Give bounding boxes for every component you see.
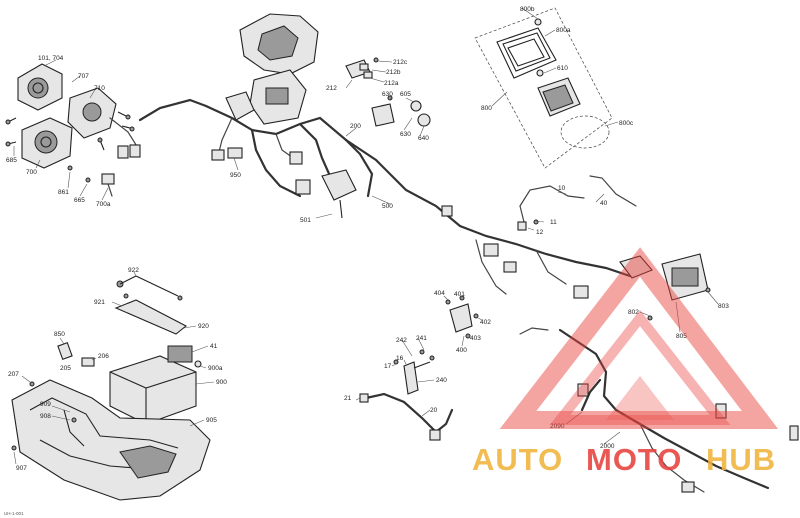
fuse-holder: 850 206 205 bbox=[54, 331, 109, 372]
callout-20: 20 bbox=[430, 407, 438, 414]
callout-2000: 2000 bbox=[600, 443, 615, 450]
callout-800a: 800a bbox=[556, 27, 571, 34]
battery-group: 922 921 920 850 206 205 41 900a 900 bbox=[8, 267, 227, 501]
callout-909: 909 bbox=[40, 401, 51, 408]
callout-12: 12 bbox=[536, 229, 544, 236]
callout-700: 700 bbox=[26, 169, 37, 176]
logo-text-mid: MOTO bbox=[586, 442, 682, 477]
callout-404: 404 bbox=[434, 290, 445, 297]
headlight-upper bbox=[17, 63, 63, 111]
harness-mid-connectors: 803 802 805 bbox=[441, 205, 729, 340]
callout-212c: 212c bbox=[393, 59, 408, 66]
logo-text-left: AUTO bbox=[472, 442, 563, 477]
callout-908: 908 bbox=[40, 413, 51, 420]
callout-630-b: 630 bbox=[400, 131, 411, 138]
callout-242: 242 bbox=[396, 337, 407, 344]
headlight-screws bbox=[5, 111, 135, 183]
display-bezel bbox=[496, 27, 557, 79]
callout-630: 630 bbox=[382, 91, 393, 98]
callout-207: 207 bbox=[8, 371, 19, 378]
callout-900a: 900a bbox=[208, 365, 223, 372]
callout-212b: 212b bbox=[386, 69, 401, 76]
headlight-bulb-assembly bbox=[67, 87, 141, 159]
automotohub-logo: AUTO MOTO HUB bbox=[472, 247, 779, 477]
switch-parts-630: 630 605 630 640 bbox=[371, 91, 431, 142]
callout-803: 803 bbox=[718, 303, 729, 310]
callout-11: 11 bbox=[550, 219, 557, 226]
display-group-frame bbox=[474, 7, 613, 169]
headlight-group: 101, 704 707 710 685 700 861 665 700a bbox=[5, 55, 141, 208]
connector-b bbox=[227, 147, 243, 159]
switch-module bbox=[321, 169, 357, 201]
callout-400: 400 bbox=[456, 347, 467, 354]
callout-16: 16 bbox=[396, 355, 404, 362]
callout-206: 206 bbox=[98, 353, 109, 360]
callout-101-704: 101, 704 bbox=[38, 55, 64, 62]
cable-20: 21 20 bbox=[344, 392, 454, 441]
callout-500: 500 bbox=[382, 203, 393, 210]
logo-text-right: HUB bbox=[706, 442, 776, 477]
rear-harness: 2090 2000 bbox=[550, 328, 799, 493]
callout-665: 665 bbox=[74, 197, 85, 204]
callout-800b: 800b bbox=[520, 6, 535, 13]
callout-205: 205 bbox=[60, 365, 71, 372]
battery-tray: 207 909 908 905 907 bbox=[8, 371, 217, 501]
callout-640: 640 bbox=[418, 135, 429, 142]
callout-605: 605 bbox=[400, 91, 411, 98]
callout-850: 850 bbox=[54, 331, 65, 338]
diagram-code: UH-1-001 bbox=[4, 511, 24, 516]
headlight-lower bbox=[21, 117, 73, 169]
callout-2090: 2090 bbox=[550, 423, 565, 430]
callout-41: 41 bbox=[210, 343, 218, 350]
display-nut bbox=[536, 69, 544, 77]
callout-685: 685 bbox=[6, 157, 17, 164]
callout-401: 401 bbox=[454, 291, 465, 298]
callout-610: 610 bbox=[557, 65, 568, 72]
callout-920: 920 bbox=[198, 323, 209, 330]
battery-clamp: 922 921 920 bbox=[94, 267, 209, 335]
callout-40: 40 bbox=[600, 200, 608, 207]
relay-parts-212: 212c 212b 212a 212 bbox=[326, 57, 408, 92]
battery: 41 900a 900 bbox=[109, 343, 227, 425]
callout-900: 900 bbox=[216, 379, 227, 386]
callout-921: 921 bbox=[94, 299, 105, 306]
callout-21: 21 bbox=[344, 395, 352, 402]
callout-501: 501 bbox=[300, 217, 311, 224]
callout-802: 802 bbox=[628, 309, 639, 316]
display-screw bbox=[534, 18, 542, 26]
callout-212a: 212a bbox=[384, 80, 399, 87]
display-group: 800b 800a 800 610 800c bbox=[474, 6, 634, 169]
callout-907: 907 bbox=[16, 465, 27, 472]
connector-d bbox=[295, 179, 311, 195]
callout-241: 241 bbox=[416, 335, 427, 342]
callout-403: 403 bbox=[470, 335, 481, 342]
callout-800c: 800c bbox=[619, 120, 634, 127]
callout-805: 805 bbox=[676, 333, 687, 340]
callout-700a: 700a bbox=[96, 201, 111, 208]
callout-240: 240 bbox=[436, 377, 447, 384]
callout-10: 10 bbox=[558, 185, 566, 192]
callout-212: 212 bbox=[326, 85, 337, 92]
connector-a bbox=[211, 149, 225, 161]
callout-710: 710 bbox=[94, 85, 105, 92]
headlight-socket bbox=[101, 173, 115, 197]
callout-800: 800 bbox=[481, 105, 492, 112]
callout-905: 905 bbox=[206, 417, 217, 424]
callout-950: 950 bbox=[230, 172, 241, 179]
bracket-parts-400: 404 401 402 403 400 bbox=[434, 290, 549, 354]
callout-200: 200 bbox=[350, 123, 361, 130]
main-harness-top: 200 950 500 501 bbox=[138, 13, 632, 278]
connector-c bbox=[289, 151, 303, 165]
sensor-leads: 10 40 11 12 bbox=[517, 175, 637, 236]
display-seal-ring bbox=[560, 115, 610, 149]
callout-922: 922 bbox=[128, 267, 139, 274]
callout-17: 17 bbox=[384, 363, 392, 370]
callout-402: 402 bbox=[480, 319, 491, 326]
callout-861: 861 bbox=[58, 189, 69, 196]
bracket-parts-240: 242 241 17 16 240 bbox=[384, 335, 447, 395]
callout-707: 707 bbox=[78, 73, 89, 80]
display-gauge bbox=[537, 77, 581, 117]
